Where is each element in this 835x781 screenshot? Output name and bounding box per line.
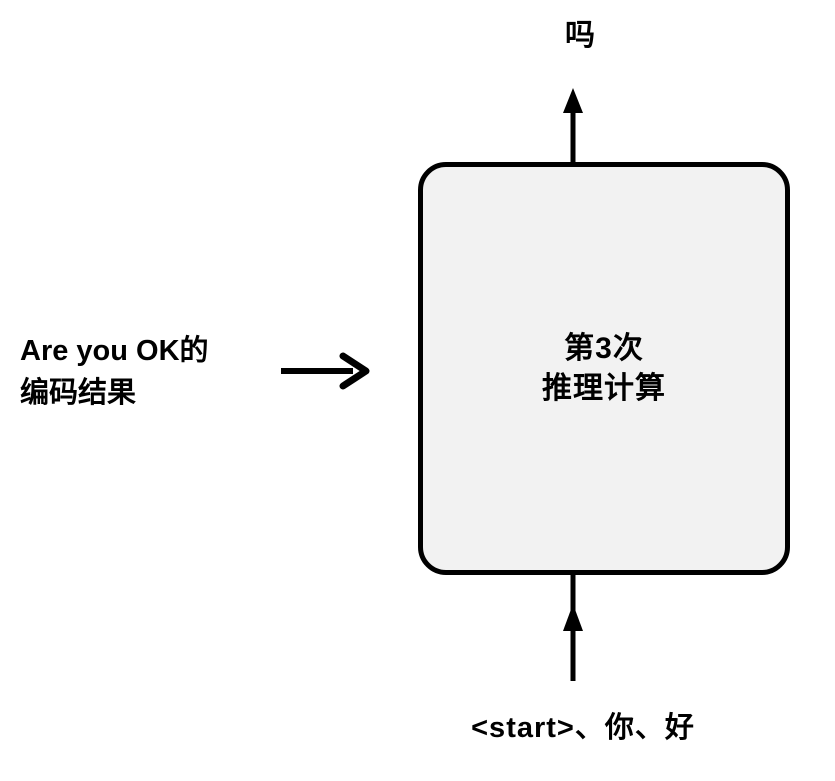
encoded-context-label: Are you OK的 编码结果 <box>20 330 280 414</box>
context-right-arrow-icon <box>281 352 370 390</box>
encoded-context-label-line2: 编码结果 <box>20 377 137 409</box>
output-token-label: 吗 <box>565 19 595 52</box>
inference-step-box: 第3次 推理计算 <box>418 162 790 575</box>
inference-box-title-line2: 推理计算 <box>542 371 666 405</box>
input-tokens-label: <start>、你、好 <box>471 712 695 744</box>
encoded-context-label-line1: Are you OK的 <box>20 335 209 367</box>
inference-box-title-line1: 第3次 <box>564 331 644 365</box>
input-up-arrow-icon <box>563 574 583 681</box>
output-up-arrow-icon <box>563 88 583 163</box>
